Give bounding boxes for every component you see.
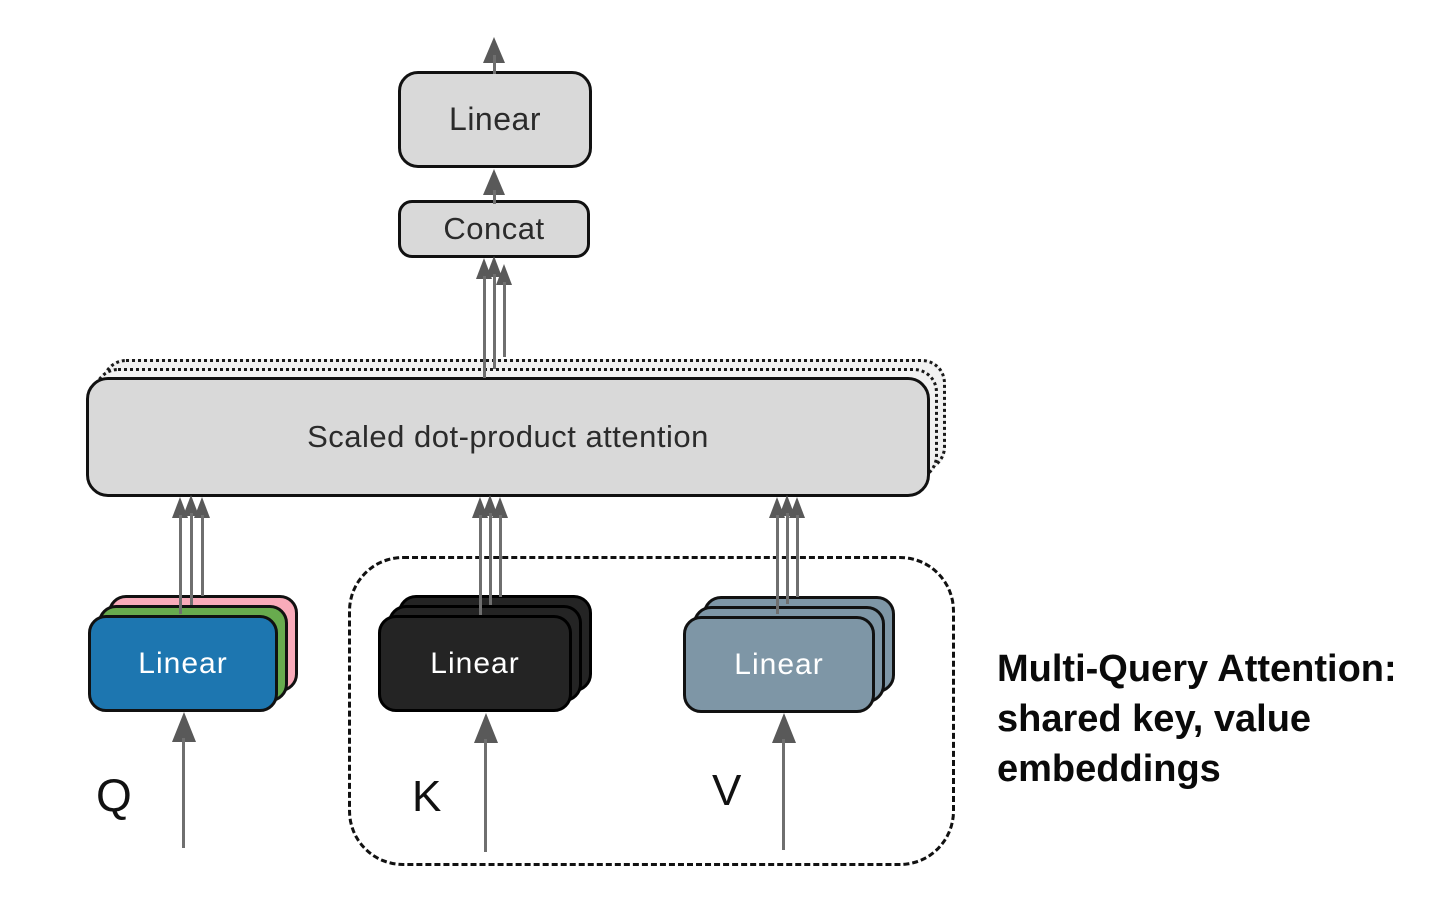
concat-label: Concat <box>443 211 545 246</box>
caption-line-1: Multi-Query Attention: <box>997 648 1397 690</box>
attention-output-arrow-line <box>503 282 506 357</box>
value-to-attention-arrow-line <box>776 515 779 614</box>
output-linear-label: Linear <box>449 101 541 137</box>
concat-output-arrow-line <box>493 190 496 204</box>
query-to-attention-arrow-line <box>190 513 193 605</box>
key-linear-label: Linear <box>430 646 520 680</box>
value-linear-block: Linear <box>683 616 875 713</box>
value-input-arrow-head <box>772 713 796 743</box>
attention-block: Scaled dot-product attention <box>86 377 930 497</box>
output-arrow-head <box>483 37 505 63</box>
attention-label: Scaled dot-product attention <box>307 419 709 454</box>
key-to-attention-arrow-line <box>499 515 502 597</box>
attention-output-arrow-head <box>496 264 512 285</box>
caption-line-3: embeddings <box>997 748 1221 790</box>
query-input-label: Q <box>96 769 133 821</box>
key-to-attention-arrow-line <box>489 513 492 605</box>
value-to-attention-arrow-line <box>796 515 799 597</box>
caption-line-2: shared key, value <box>997 698 1312 740</box>
shared-kv-group-outline <box>348 556 955 866</box>
query-to-attention-arrow-line <box>201 515 204 596</box>
key-to-attention-arrow-head <box>492 497 508 518</box>
key-input-label: K <box>412 772 442 821</box>
query-linear-label: Linear <box>138 646 228 680</box>
concat-block: Concat <box>398 200 590 258</box>
query-to-attention-arrow-head <box>194 497 210 518</box>
output-linear-block: Linear <box>398 71 592 168</box>
value-input-label: V <box>712 766 742 815</box>
concat-output-arrow-head <box>483 169 505 195</box>
value-input-arrow-line <box>782 739 785 850</box>
key-to-attention-arrow-line <box>479 515 482 615</box>
query-linear-block: Linear <box>88 615 278 712</box>
value-to-attention-arrow-line <box>786 513 789 604</box>
value-to-attention-arrow-head <box>789 497 805 518</box>
key-input-arrow-head <box>474 713 498 743</box>
value-linear-label: Linear <box>734 647 824 681</box>
attention-output-arrow-line <box>493 274 496 369</box>
query-to-attention-arrow-line <box>179 515 182 614</box>
key-input-arrow-line <box>484 739 487 852</box>
query-input-arrow-head <box>172 712 196 742</box>
output-arrow-line <box>493 55 496 74</box>
caption: Multi-Query Attention: shared key, value… <box>997 644 1397 794</box>
query-input-arrow-line <box>182 738 185 848</box>
attention-output-arrow-line <box>483 276 486 378</box>
key-linear-block: Linear <box>378 615 572 712</box>
